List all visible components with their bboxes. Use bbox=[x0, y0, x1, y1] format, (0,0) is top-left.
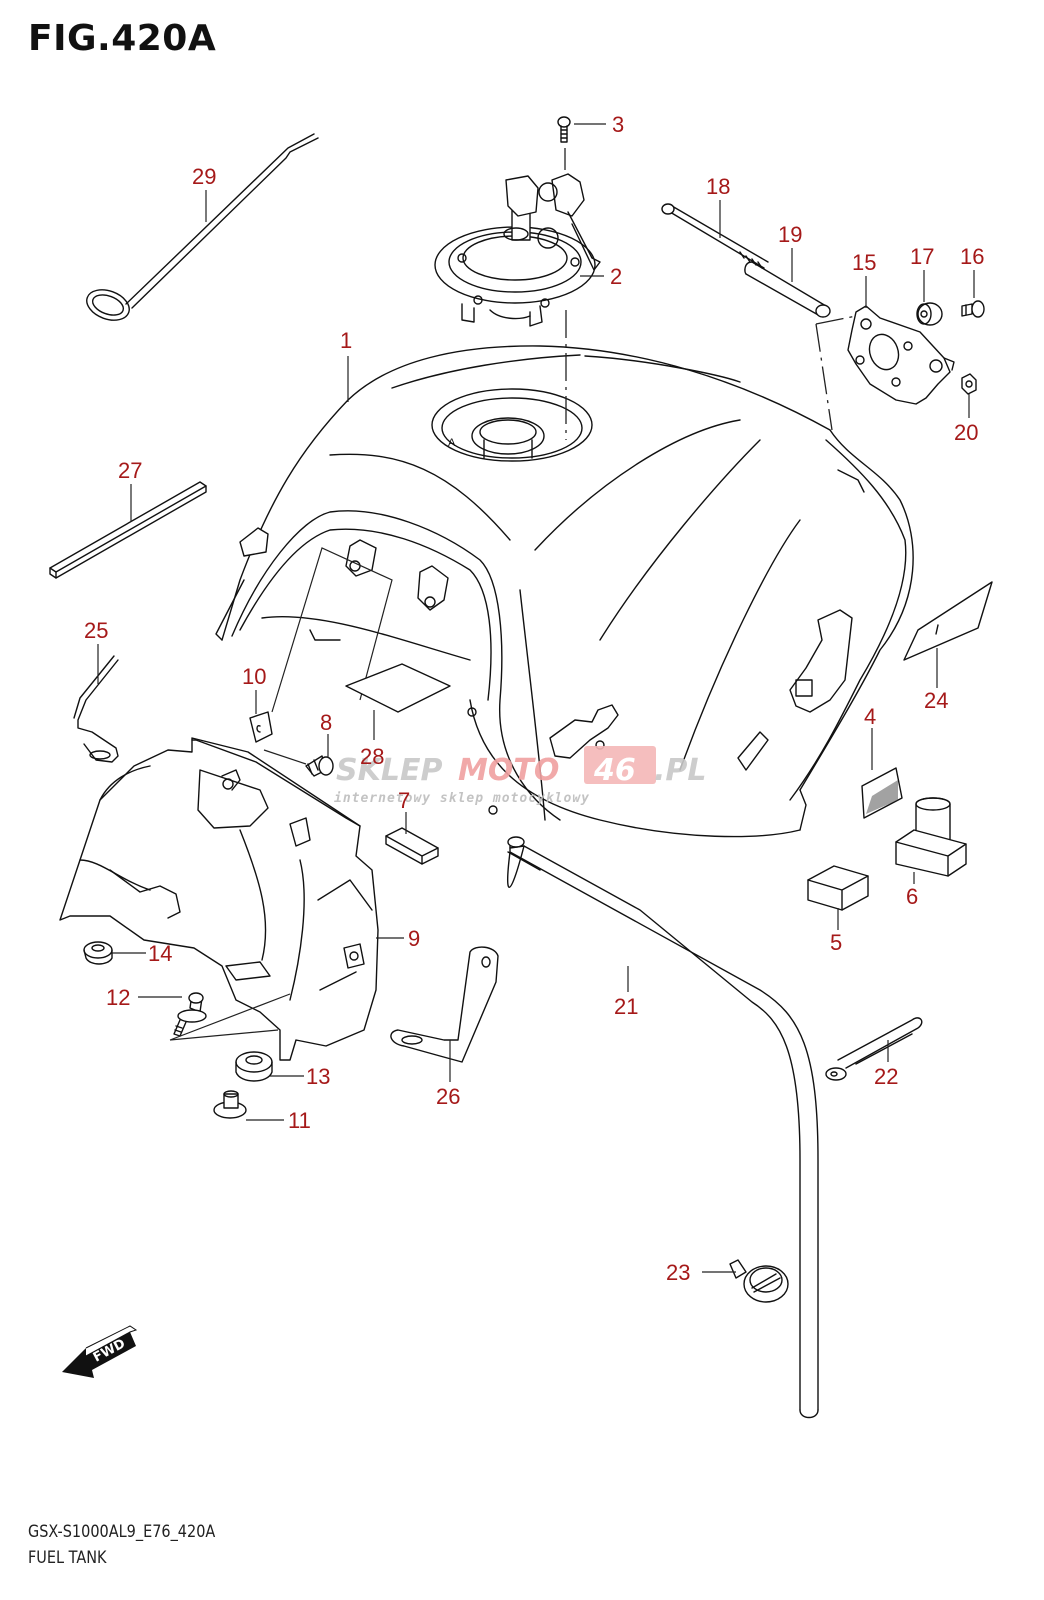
part-14-cushion[interactable] bbox=[83, 941, 113, 965]
part-13-grommet[interactable] bbox=[235, 1051, 273, 1082]
part-12-guide-lines bbox=[169, 993, 291, 1041]
bracket-guide-line-a bbox=[815, 315, 857, 325]
watermark-text-4: .PL bbox=[654, 753, 707, 788]
callout-9[interactable]: 9 bbox=[408, 926, 420, 951]
mark-a-label: A bbox=[448, 437, 456, 449]
callout-7[interactable]: 7 bbox=[398, 788, 410, 813]
part-23-hose-clip[interactable] bbox=[729, 1259, 789, 1303]
callout-16[interactable]: 16 bbox=[960, 244, 984, 269]
part-18-long-bolt[interactable] bbox=[661, 203, 769, 269]
part-5-cushion-block[interactable] bbox=[807, 865, 869, 911]
part-2-fuel-cap[interactable] bbox=[434, 173, 601, 327]
callout-23[interactable]: 23 bbox=[666, 1260, 690, 1285]
part-21-breather-hose[interactable] bbox=[506, 836, 819, 1419]
part-8-bolt[interactable] bbox=[305, 755, 334, 777]
watermark-text-2: MOTO bbox=[458, 753, 559, 788]
bracket-guide-line-b bbox=[815, 323, 833, 431]
part-17-damper[interactable] bbox=[916, 302, 943, 326]
part-1-fuel-tank[interactable]: A bbox=[215, 345, 914, 838]
callout-22[interactable]: 22 bbox=[874, 1064, 898, 1089]
part-12-bolt-with-washer[interactable] bbox=[173, 992, 207, 1037]
part-4-heat-insulator[interactable] bbox=[861, 767, 903, 819]
watermark-box bbox=[584, 746, 656, 784]
part-15-rear-bracket[interactable] bbox=[847, 305, 955, 405]
callout-13[interactable]: 13 bbox=[306, 1064, 330, 1089]
callout-8[interactable]: 8 bbox=[320, 710, 332, 735]
callout-19[interactable]: 19 bbox=[778, 222, 802, 247]
callout-10[interactable]: 10 bbox=[242, 664, 266, 689]
callout-21[interactable]: 21 bbox=[614, 994, 638, 1019]
callout-5[interactable]: 5 bbox=[830, 930, 842, 955]
section-name: FUEL TANK bbox=[28, 1548, 107, 1568]
part-9-tank-bracket-cover[interactable] bbox=[59, 737, 379, 1061]
part-26-hose-bracket[interactable] bbox=[390, 946, 499, 1063]
part-11-collar[interactable] bbox=[213, 1090, 247, 1119]
part-6-rubber-mount[interactable] bbox=[895, 797, 967, 877]
arrow-forward-icon bbox=[62, 1332, 136, 1378]
part-7-cushion-pad[interactable] bbox=[385, 827, 439, 865]
callout-26[interactable]: 26 bbox=[436, 1084, 460, 1109]
part-28-label[interactable] bbox=[345, 663, 451, 713]
callout-11[interactable]: 11 bbox=[288, 1108, 311, 1133]
callout-15[interactable]: 15 bbox=[852, 250, 876, 275]
model-code: GSX-S1000AL9_E76_420A bbox=[28, 1522, 216, 1542]
part-29-prop-rod[interactable] bbox=[83, 133, 319, 326]
callout-14[interactable]: 14 bbox=[148, 941, 172, 966]
callout-20[interactable]: 20 bbox=[954, 420, 978, 445]
part-10-guide-lines bbox=[271, 547, 393, 713]
callout-28[interactable]: 28 bbox=[360, 744, 384, 769]
callout-18[interactable]: 18 bbox=[706, 174, 730, 199]
callout-4[interactable]: 4 bbox=[864, 704, 876, 729]
figure-title: FIG.420A bbox=[28, 18, 217, 59]
callout-29[interactable]: 29 bbox=[192, 164, 216, 189]
part-22-clamp-strap[interactable] bbox=[825, 1017, 923, 1081]
fwd-direction-marker: FWD bbox=[62, 1325, 138, 1378]
leader-lines bbox=[97, 123, 975, 1273]
part-10-label-clip[interactable] bbox=[249, 711, 273, 743]
callout-24[interactable]: 24 bbox=[924, 688, 948, 713]
callout-3[interactable]: 3 bbox=[612, 112, 624, 137]
watermark: SKLEP MOTO 46 .PL internetowy sklep moto… bbox=[334, 746, 707, 806]
watermark-text-1: SKLEP bbox=[336, 753, 442, 788]
callout-labels: 1 2 3 4 5 6 7 8 9 10 11 12 13 14 15 16 1… bbox=[84, 112, 984, 1285]
callout-25[interactable]: 25 bbox=[84, 618, 108, 643]
part-19-spacer-collar[interactable] bbox=[744, 261, 831, 318]
part-3-cap-screw[interactable] bbox=[557, 116, 571, 143]
callout-2[interactable]: 2 bbox=[610, 264, 622, 289]
part-27-trim-strip[interactable] bbox=[49, 481, 207, 579]
part-25-support-bracket[interactable] bbox=[73, 655, 119, 763]
callout-17[interactable]: 17 bbox=[910, 244, 934, 269]
part-16-bolt[interactable] bbox=[961, 300, 985, 318]
callout-27[interactable]: 27 bbox=[118, 458, 142, 483]
part-20-nut[interactable] bbox=[961, 373, 977, 395]
part-24-caution-label[interactable] bbox=[903, 581, 993, 661]
callout-1[interactable]: 1 bbox=[340, 328, 352, 353]
watermark-tagline: internetowy sklep motocyklowy bbox=[334, 791, 590, 806]
callout-12[interactable]: 12 bbox=[106, 985, 130, 1010]
watermark-text-3: 46 bbox=[593, 753, 636, 788]
callout-6[interactable]: 6 bbox=[906, 884, 918, 909]
part-8-guide-line bbox=[263, 749, 307, 765]
